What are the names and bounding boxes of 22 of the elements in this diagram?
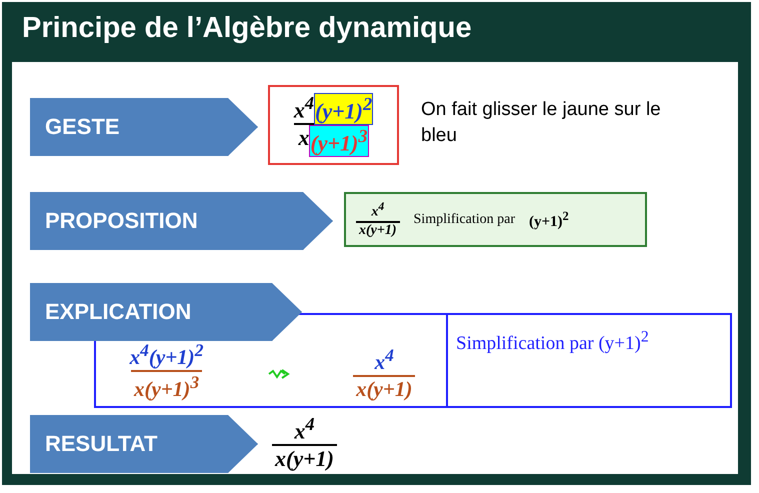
fraction-numerator: x$^{4}$ (373, 345, 395, 375)
fraction-numerator: x$^{4}$ (293, 414, 316, 444)
formula-text: (y+1)$^{2}$ (529, 208, 569, 230)
arrow-banner: PROPOSITION (30, 192, 333, 250)
highlighted-term: (y+1)$^{2}$ (314, 92, 374, 125)
fraction-denominator: x(y+1) (356, 220, 400, 239)
fraction-numerator: x$^{4}$ (370, 200, 386, 221)
highlighted-term: (y+1)$^{3}$ (309, 125, 369, 158)
formula-text: Simplification par (414, 212, 515, 228)
fraction-denominator: x(y+1)$^{3}$ (131, 370, 202, 402)
formula-box (268, 85, 399, 165)
arrow-banner: EXPLICATION (30, 283, 302, 341)
denominator-term: x (298, 125, 310, 152)
fraction-numerator: x$^{4}$(y+1)$^{2}$ (128, 340, 204, 370)
fraction-denominator: x(y+1) (272, 444, 337, 472)
arrow-banner: GESTE (30, 98, 258, 156)
arrow-banner: RESULTAT (30, 415, 258, 473)
caption-text: On fait glisser le jaune sur le bleu (421, 98, 662, 148)
slide-title: Principe de l’Algèbre dynamique (22, 12, 472, 45)
fraction-denominator: x(y+1) (353, 375, 416, 402)
formula-text: Simplification par (y+1)$^{2}$ (456, 333, 649, 354)
formula-box (344, 192, 647, 247)
